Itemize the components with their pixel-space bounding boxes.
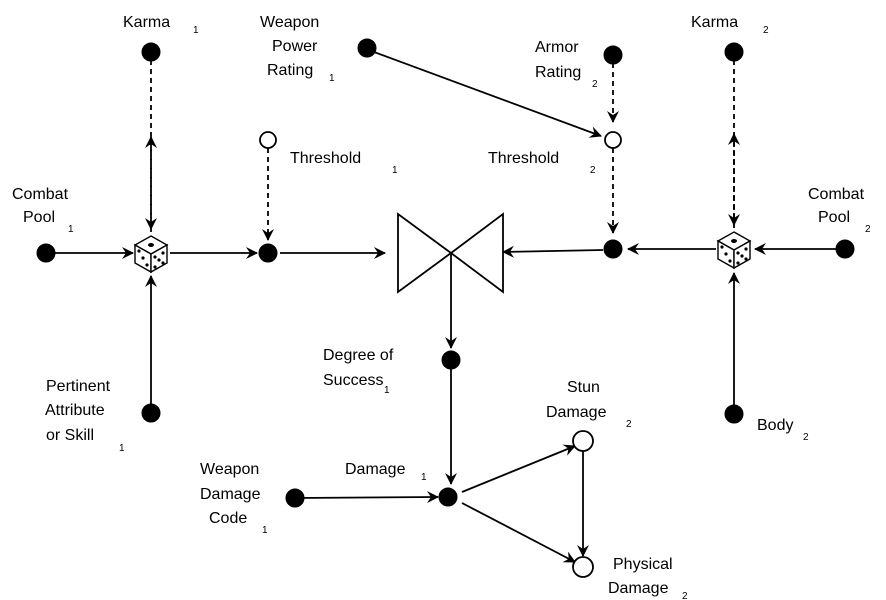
label-pertinent-attribute-1-l2: Attribute (45, 402, 105, 419)
label-combat-pool-1-l2: Pool (23, 209, 55, 226)
label-weapon-power-rating-1-l1: Weapon (260, 14, 319, 31)
label-armor-rating-2-sub: 2 (592, 79, 598, 90)
label-damage-1: Damage (345, 461, 406, 478)
label-pertinent-attribute-1-l3: or Skill (46, 427, 94, 444)
label-combat-pool-2-l2: Pool (818, 209, 850, 226)
label-weapon-power-rating-1-l3: Rating (267, 62, 313, 79)
label-physical-damage-2-sub: 2 (682, 591, 688, 600)
node-armor-rating-2 (603, 45, 623, 65)
label-damage-1-sub: 1 (421, 472, 427, 483)
node-karma-1 (141, 42, 161, 62)
node-threshold-2-open (604, 131, 622, 149)
label-armor-rating-2-l2: Rating (535, 64, 581, 81)
label-physical-damage-2-l1: Physical (613, 556, 673, 573)
label-threshold-1-sub: 1 (392, 165, 398, 176)
label-pertinent-attribute-1-l1: Pertinent (46, 378, 111, 395)
label-physical-damage-2-l2: Damage (608, 580, 669, 597)
label-combat-pool-1-sub: 1 (68, 224, 74, 235)
label-degree-of-success-1-l1: Degree of (323, 347, 394, 364)
label-weapon-damage-code-1-l1: Weapon (200, 461, 259, 478)
edge-damage-to-physical-damage (461, 502, 576, 563)
node-degree-of-success-1 (441, 350, 461, 370)
label-weapon-damage-code-1-l3: Code (209, 510, 247, 527)
label-stun-damage-2-l1: Stun (567, 379, 600, 396)
edge-threshold-node-2-to-comparator (502, 245, 604, 258)
label-stun-damage-2-sub: 2 (626, 419, 632, 430)
node-body-2 (724, 404, 744, 424)
label-combat-pool-2-sub: 2 (865, 224, 871, 235)
node-stun-damage-2 (572, 430, 594, 452)
edge-weapon-damage-code-to-damage (295, 491, 439, 504)
label-weapon-power-rating-1-l2: Power (272, 38, 318, 55)
die-icon (133, 235, 169, 274)
node-weapon-power-rating-1 (357, 38, 377, 58)
label-degree-of-success-1-sub: 1 (384, 385, 390, 396)
label-pertinent-attribute-1-sub: 1 (119, 443, 125, 454)
label-combat-pool-1-l1: Combat (12, 186, 69, 203)
label-weapon-power-rating-1-sub: 1 (329, 73, 335, 84)
label-threshold-1: Threshold (290, 150, 361, 167)
label-stun-damage-2-l2: Damage (546, 404, 607, 421)
label-karma-1: Karma (123, 14, 170, 31)
label-karma-1-sub: 1 (193, 25, 199, 36)
die-icon (716, 231, 752, 270)
node-threshold-1-join (258, 243, 278, 263)
label-karma-2: Karma (691, 14, 738, 31)
label-combat-pool-2-l1: Combat (808, 186, 865, 203)
label-weapon-damage-code-1-l2: Damage (200, 486, 261, 503)
label-body-2: Body (757, 417, 793, 434)
node-karma-2 (724, 42, 744, 62)
label-degree-of-success-1-l2: Success (323, 372, 383, 389)
edge-weapon-power-rating-1-to-threshold-2 (373, 51, 602, 138)
node-pertinent-attribute-1 (141, 403, 161, 423)
node-weapon-damage-code-1 (285, 488, 305, 508)
node-combat-pool-1 (36, 243, 56, 263)
edge-damage-to-stun-damage (461, 444, 576, 493)
node-damage-1 (438, 487, 458, 507)
node-threshold-1-open (259, 131, 277, 149)
label-body-2-sub: 2 (803, 432, 809, 443)
node-threshold-2-join (603, 239, 623, 259)
node-combat-pool-2 (835, 239, 855, 259)
label-armor-rating-2-l1: Armor (535, 39, 579, 56)
label-threshold-2: Threshold (488, 150, 559, 167)
label-threshold-2-sub: 2 (590, 165, 596, 176)
label-weapon-damage-code-1-sub: 1 (262, 525, 268, 536)
node-physical-damage-2 (572, 556, 594, 578)
bowtie-comparator-icon (397, 212, 504, 294)
label-karma-2-sub: 2 (763, 25, 769, 36)
